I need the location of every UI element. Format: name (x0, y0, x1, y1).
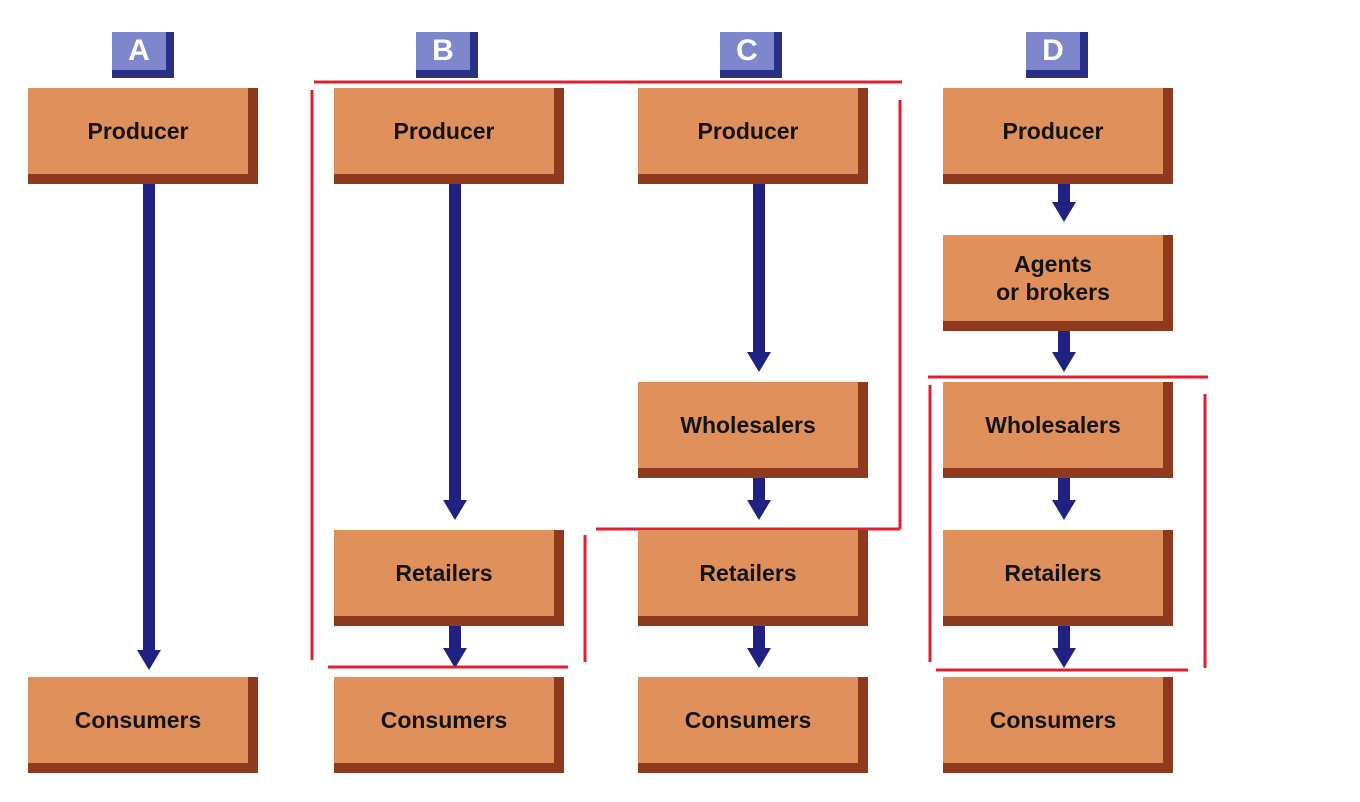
channel-c-badge: C (720, 32, 782, 78)
channel-b-badge: B (416, 32, 478, 78)
channel-b-retailers: Retailers (334, 530, 564, 626)
channel-d-wholesalers: Wholesalers (943, 382, 1173, 478)
arrow-c-retailers-consumers (747, 624, 771, 668)
red-bracket-lines (310, 80, 1208, 672)
arrow-d-agents-wholesalers (1052, 330, 1076, 372)
channel-c-wholesalers: Wholesalers (638, 382, 868, 478)
arrow-d-producer-agents (1052, 182, 1076, 222)
channel-c-letter: C (720, 32, 774, 70)
arrow-b-retailers-consumers (443, 624, 467, 668)
arrow-c-producer-wholesalers (747, 182, 771, 372)
channel-c-producer: Producer (638, 88, 868, 184)
channel-d-letter: D (1026, 32, 1080, 70)
channel-a-consumers: Consumers (28, 677, 258, 773)
channel-b-letter: B (416, 32, 470, 70)
arrow-d-wholesalers-retailers (1052, 476, 1076, 520)
channel-d-retailers: Retailers (943, 530, 1173, 626)
channel-b-producer: Producer (334, 88, 564, 184)
channel-d-badge: D (1026, 32, 1088, 78)
channel-a-producer: Producer (28, 88, 258, 184)
channel-d-producer: Producer (943, 88, 1173, 184)
arrow-c-wholesalers-retailers (747, 476, 771, 520)
channel-d-consumers: Consumers (943, 677, 1173, 773)
channel-a-badge: A (112, 32, 174, 78)
arrow-d-retailers-consumers (1052, 624, 1076, 668)
channel-d-agents-or-brokers: Agents or brokers (943, 235, 1173, 331)
channel-b-consumers: Consumers (334, 677, 564, 773)
arrow-a-producer-consumers (137, 182, 161, 670)
channel-c-retailers: Retailers (638, 530, 868, 626)
channel-a-letter: A (112, 32, 166, 70)
channel-c-consumers: Consumers (638, 677, 868, 773)
arrow-b-producer-retailers (443, 182, 467, 520)
